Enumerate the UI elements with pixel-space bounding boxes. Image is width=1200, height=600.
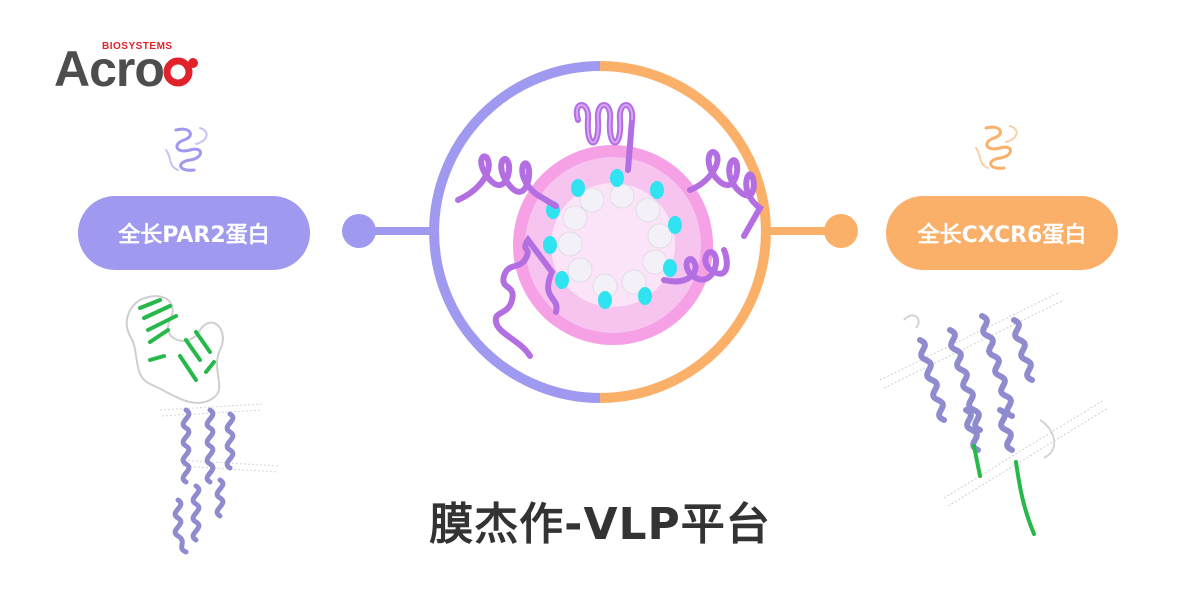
cxcr6-protein-label: 全长CXCR6蛋白 — [886, 196, 1118, 270]
ring-left-half — [429, 61, 601, 403]
cxcr6-structure-graphic — [879, 291, 1109, 536]
logo-subtitle: BIOSYSTEMS — [102, 41, 173, 52]
left-connector-dot — [342, 214, 376, 248]
acro-logo: BIOSYSTEMS Acro — [50, 38, 210, 97]
right-protein-squiggle-icon — [975, 125, 1018, 170]
par2-structure-graphic — [125, 295, 279, 555]
ring-right-half — [599, 61, 771, 403]
par2-protein-label: 全长PAR2蛋白 — [78, 196, 310, 270]
left-protein-squiggle-icon — [165, 127, 208, 172]
logo-ring-icon — [163, 57, 198, 87]
page-title: 膜杰作-VLP平台 — [429, 499, 771, 550]
vlp-particle-graphic — [455, 102, 764, 359]
logo-wordmark: Acro — [54, 41, 165, 97]
right-connector-dot — [824, 214, 858, 248]
